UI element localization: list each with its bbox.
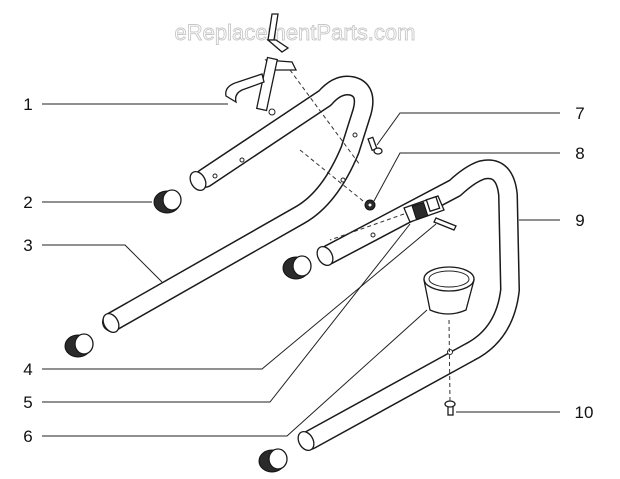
end-cap-upper-right bbox=[282, 255, 312, 280]
leader-lines bbox=[42, 103, 560, 437]
end-cap-lower-left bbox=[64, 333, 94, 358]
callout-9: 9 bbox=[575, 211, 584, 230]
watermark-text: eReplacementParts.com bbox=[175, 20, 416, 45]
callout-3: 3 bbox=[23, 236, 32, 255]
end-cap-upper-left bbox=[153, 189, 182, 214]
callout-8: 8 bbox=[575, 144, 584, 163]
latch-assembly bbox=[403, 195, 457, 231]
callout-1: 1 bbox=[23, 95, 32, 114]
right-frame-tube bbox=[297, 159, 520, 451]
assembly-lines bbox=[289, 69, 451, 403]
callout-7: 7 bbox=[575, 104, 584, 123]
cup bbox=[423, 266, 475, 315]
end-cap-lower-right bbox=[258, 448, 288, 473]
callout-2: 2 bbox=[23, 193, 32, 212]
callout-10: 10 bbox=[575, 403, 594, 422]
bottom-screw bbox=[444, 400, 456, 416]
callout-4: 4 bbox=[23, 360, 32, 379]
callout-5: 5 bbox=[23, 393, 32, 412]
left-frame-tube bbox=[102, 75, 374, 333]
callout-6: 6 bbox=[23, 427, 32, 446]
nut bbox=[364, 199, 376, 211]
handle-bracket bbox=[225, 13, 298, 116]
screw bbox=[367, 136, 383, 155]
